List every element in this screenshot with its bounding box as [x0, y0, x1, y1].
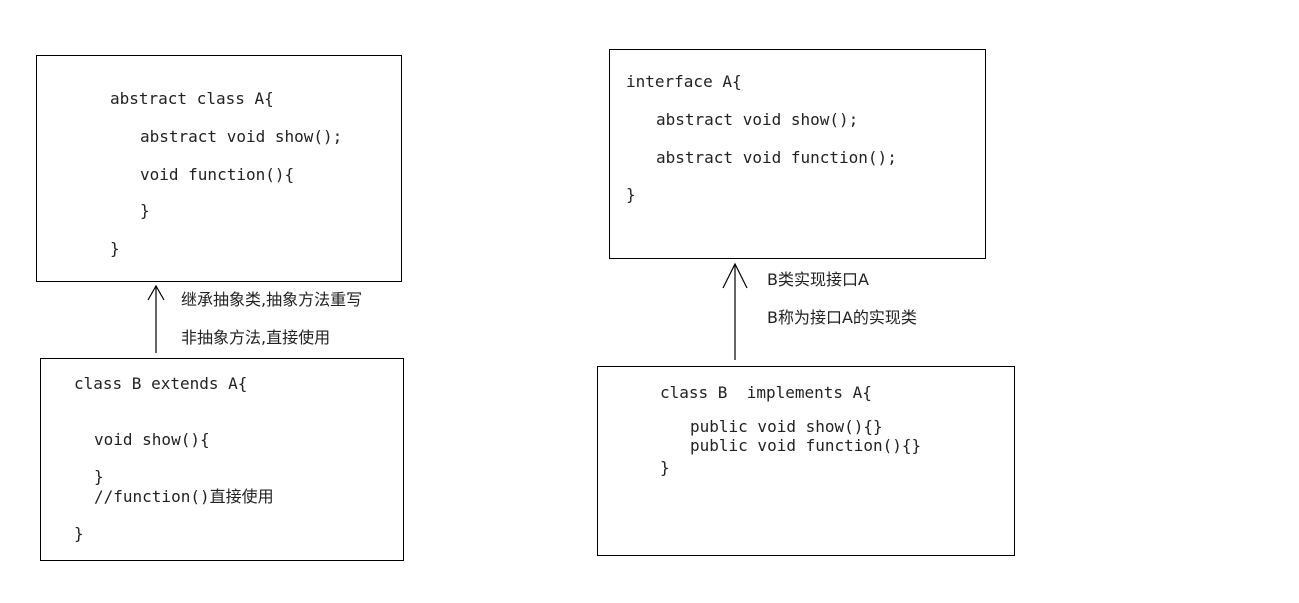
inheritance-label: 非抽象方法,直接使用 — [181, 328, 331, 347]
code-line: } — [110, 239, 120, 258]
implementation-arrow — [722, 262, 748, 360]
code-line: void show(){ — [94, 430, 210, 449]
code-line: } — [74, 524, 84, 543]
code-line: interface A{ — [626, 72, 742, 91]
code-line: //function()直接使用 — [94, 487, 274, 506]
code-line: class B implements A{ — [660, 383, 872, 402]
code-line: } — [660, 458, 670, 477]
code-line: public void function(){} — [690, 436, 922, 455]
abstract-class-a-box: abstract class A{ abstract void show(); … — [36, 55, 402, 282]
code-line: class B extends A{ — [74, 374, 248, 393]
code-line: abstract void show(); — [140, 127, 343, 146]
code-line: abstract void function(); — [656, 148, 897, 167]
class-b-implements-box: class B implements A{ public void show()… — [597, 366, 1015, 556]
code-line: } — [140, 201, 150, 220]
implementation-label: B称为接口A的实现类 — [767, 308, 917, 327]
code-line: } — [626, 185, 636, 204]
code-line: public void show(){} — [690, 417, 883, 436]
code-line: abstract void show(); — [656, 110, 859, 129]
implementation-label: B类实现接口A — [767, 270, 869, 289]
inheritance-label: 继承抽象类,抽象方法重写 — [181, 290, 363, 309]
code-line: } — [94, 467, 104, 486]
inheritance-arrow — [147, 284, 165, 353]
class-b-extends-box: class B extends A{ void show(){ } //func… — [40, 358, 404, 561]
code-line: abstract class A{ — [110, 89, 274, 108]
code-line: void function(){ — [140, 165, 295, 184]
interface-a-box: interface A{ abstract void show(); abstr… — [609, 49, 986, 259]
